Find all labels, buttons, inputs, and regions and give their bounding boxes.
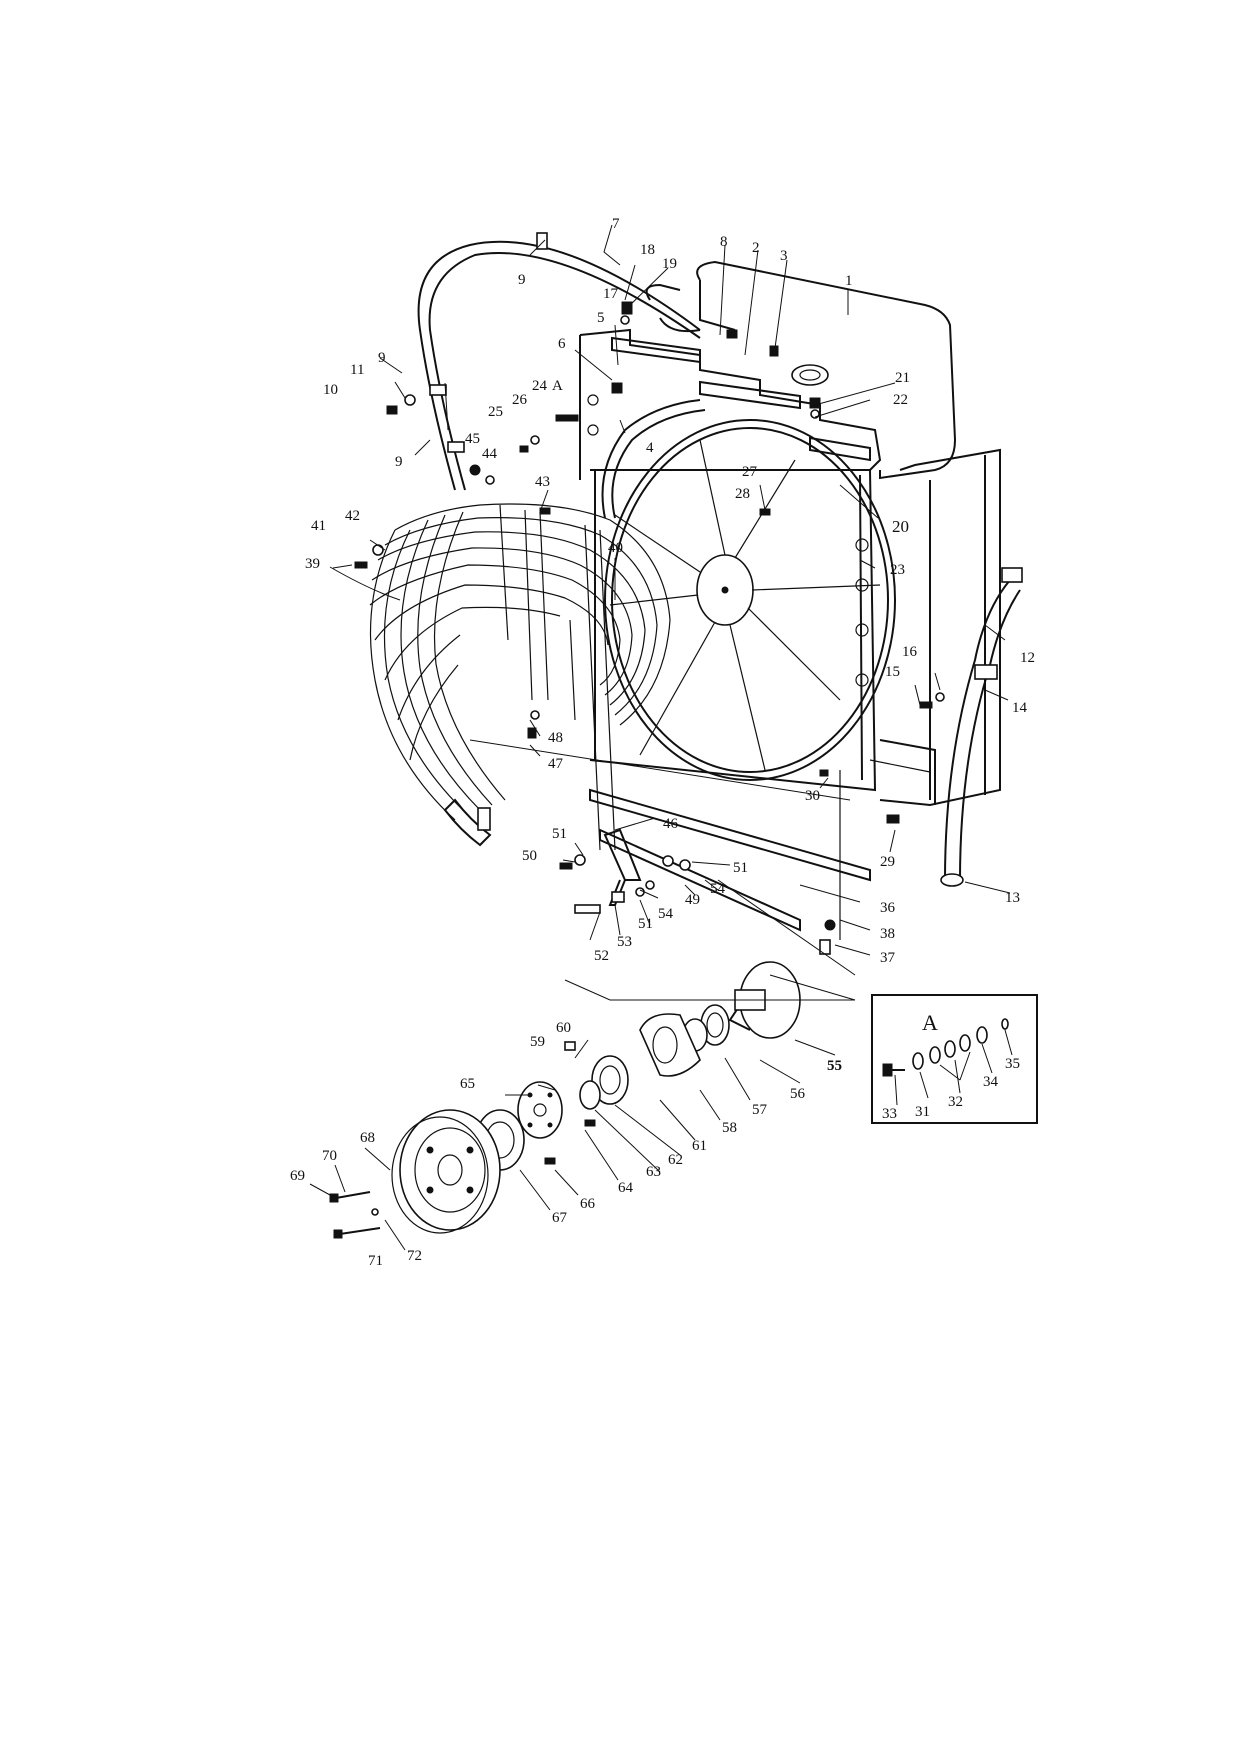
detail-a-box: [871, 994, 1038, 1124]
label-54b: 54: [710, 881, 726, 897]
label-51a: 51: [552, 826, 567, 842]
fan-shroud-frame: [579, 328, 882, 792]
label-43: 43: [535, 474, 550, 490]
lower-hose: [940, 567, 1023, 887]
detail-a-title: A: [922, 1010, 938, 1035]
fan-guard-bottom-flange: [443, 798, 492, 847]
label-61: 61: [692, 1138, 707, 1154]
label-29: 29: [880, 854, 895, 870]
label-41: 41: [311, 518, 326, 534]
bearing-61-62-63: [579, 1055, 629, 1110]
label-50: 50: [522, 848, 537, 864]
label-39: 39: [305, 556, 320, 572]
label-27: 27: [742, 464, 758, 480]
label-33: 33: [882, 1106, 897, 1122]
label-18: 18: [640, 242, 655, 258]
label-58: 58: [722, 1120, 737, 1136]
label-49: 49: [685, 892, 700, 908]
label-69: 69: [290, 1168, 305, 1184]
label-17: 17: [603, 286, 619, 302]
label-66: 66: [580, 1196, 596, 1212]
label-37: 37: [880, 950, 896, 966]
label-15: 15: [885, 664, 900, 680]
label-5: 5: [597, 310, 605, 326]
radiator-core: [645, 260, 1001, 807]
label-9a: 9: [518, 272, 526, 288]
label-10: 10: [323, 382, 338, 398]
label-54a: 54: [658, 906, 674, 922]
label-65: 65: [460, 1076, 475, 1092]
label-42: 42: [345, 508, 360, 524]
label-16: 16: [902, 644, 918, 660]
label-44: 44: [482, 446, 498, 462]
label-31: 31: [915, 1104, 930, 1120]
label-11: 11: [350, 362, 364, 378]
upper-hose: [417, 232, 701, 491]
fan-pulley-68: [391, 1109, 501, 1234]
label-57: 57: [752, 1102, 768, 1118]
label-56: 56: [790, 1086, 806, 1102]
label-72: 72: [407, 1248, 422, 1264]
label-23: 23: [890, 562, 905, 578]
label-64: 64: [618, 1180, 634, 1196]
label-30: 30: [805, 788, 820, 804]
label-68: 68: [360, 1130, 375, 1146]
label-71: 71: [368, 1253, 383, 1269]
label-38: 38: [880, 926, 895, 942]
label-12: 12: [1020, 650, 1035, 666]
label-3: 3: [780, 248, 788, 264]
label-51b: 51: [733, 860, 748, 876]
label-45: 45: [465, 431, 480, 447]
label-70: 70: [322, 1148, 337, 1164]
hub-flange-65: [517, 1081, 563, 1139]
label-13: 13: [1005, 890, 1020, 906]
label-62: 62: [668, 1152, 683, 1168]
label-26: 26: [512, 392, 528, 408]
label-14: 14: [1012, 700, 1028, 716]
label-20: 20: [892, 517, 909, 536]
fan-spokes: [609, 439, 881, 771]
label-21: 21: [895, 370, 910, 386]
label-A: A: [552, 378, 563, 394]
label-35: 35: [1005, 1056, 1020, 1072]
label-6: 6: [558, 336, 566, 352]
label-19: 19: [662, 256, 677, 272]
fan-guard-cage: [369, 503, 671, 851]
label-60: 60: [556, 1020, 571, 1036]
lower-support-bar: [589, 770, 871, 940]
bypass-hose: [601, 399, 706, 519]
fan-ring: [604, 419, 896, 781]
label-28: 28: [735, 486, 750, 502]
label-48: 48: [548, 730, 563, 746]
label-47: 47: [548, 756, 564, 772]
label-8: 8: [720, 234, 728, 250]
label-63: 63: [646, 1164, 661, 1180]
leader-lines: [309, 224, 1013, 1251]
label-25: 25: [488, 404, 503, 420]
label-9c: 9: [395, 454, 403, 470]
label-40: 40: [608, 540, 623, 556]
label-32: 32: [948, 1094, 963, 1110]
label-2: 2: [752, 240, 760, 256]
label-59: 59: [530, 1034, 545, 1050]
label-4: 4: [646, 440, 654, 456]
label-51c: 51: [638, 916, 653, 932]
bearing-housing-58: [639, 1013, 701, 1077]
part-number-labels: 1 2 3 4 5 6 7 8 9 9 9 10 11 12 13 14 15 …: [290, 216, 1035, 1269]
label-1: 1: [845, 273, 853, 289]
label-24: 24: [532, 378, 548, 394]
label-34: 34: [983, 1074, 999, 1090]
label-46: 46: [663, 816, 679, 832]
label-36: 36: [880, 900, 896, 916]
label-9b: 9: [378, 350, 386, 366]
label-55: 55: [827, 1058, 842, 1074]
label-67: 67: [552, 1210, 568, 1226]
label-22: 22: [893, 392, 908, 408]
label-7: 7: [612, 216, 620, 232]
label-52: 52: [594, 948, 609, 964]
pulley-bolts: [329, 1041, 596, 1239]
label-53: 53: [617, 934, 632, 950]
